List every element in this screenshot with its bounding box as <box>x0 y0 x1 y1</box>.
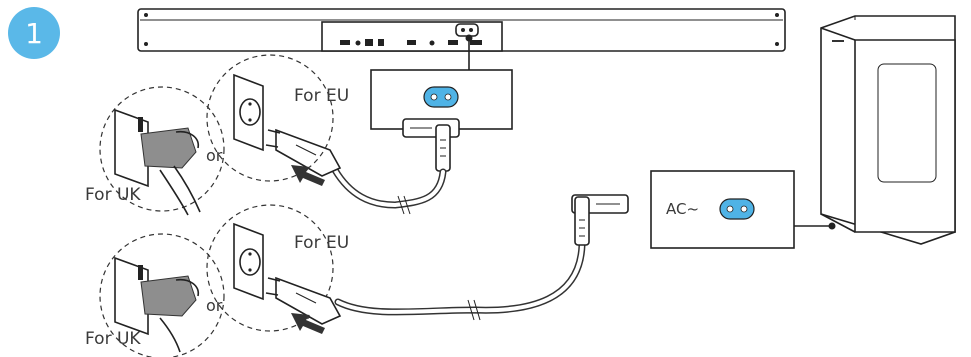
label-for-eu-bottom: For EU <box>294 233 349 253</box>
uk-socket-bottom <box>99 233 225 357</box>
eu-plug-bottom <box>265 276 342 325</box>
subwoofer <box>820 15 956 245</box>
label-for-uk-bottom: For UK <box>85 329 141 349</box>
label-for-eu-top: For EU <box>294 86 349 106</box>
label-ac: AC~ <box>666 200 699 218</box>
subwoofer-power-socket-callout: AC~ <box>650 170 795 249</box>
eu-plug-top <box>265 128 342 177</box>
ac-socket-icon <box>423 86 459 108</box>
soundbar-power-plug <box>402 118 460 172</box>
ac-socket-icon <box>719 198 755 220</box>
step-badge: 1 <box>8 7 60 59</box>
label-or-top: or <box>206 146 223 165</box>
step-number: 1 <box>25 17 43 50</box>
insert-arrow-top <box>291 165 325 186</box>
label-or-bottom: or <box>206 296 223 315</box>
uk-socket-top <box>99 86 225 216</box>
eu-socket-bottom <box>206 204 334 332</box>
subwoofer-power-plug <box>571 194 629 246</box>
insert-arrow-bottom <box>291 313 325 334</box>
label-for-uk-top: For UK <box>85 185 141 205</box>
eu-socket-top <box>206 54 334 182</box>
soundbar <box>137 8 786 52</box>
